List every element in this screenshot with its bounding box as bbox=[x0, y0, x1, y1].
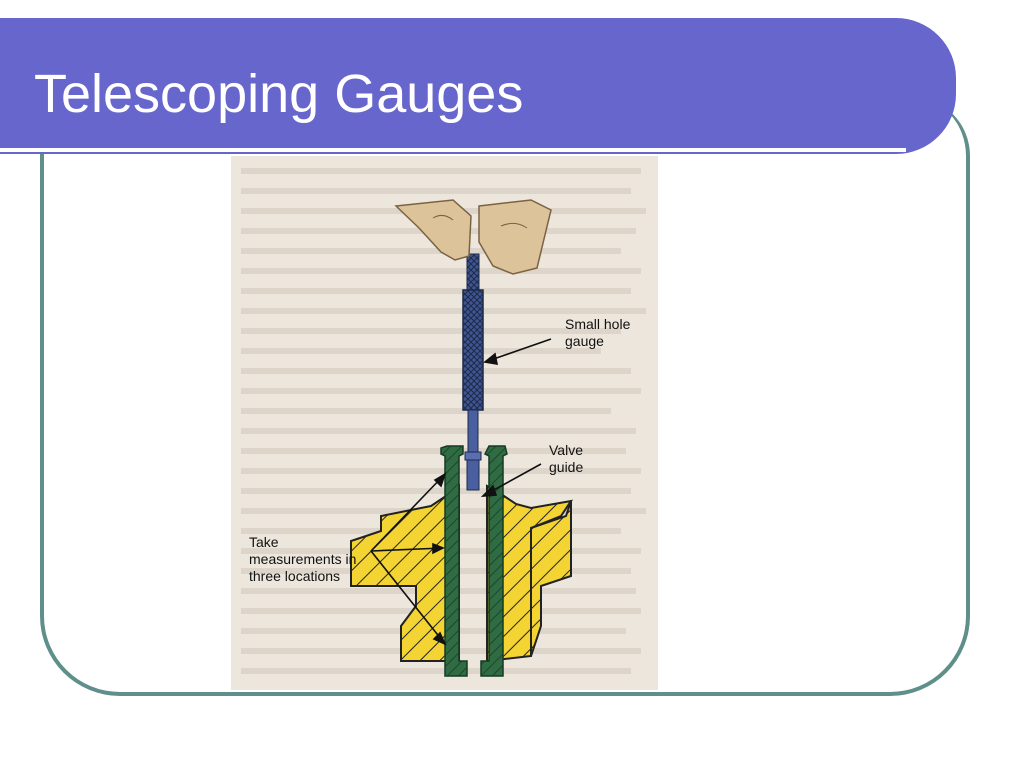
bg-text-line bbox=[241, 368, 631, 374]
label-take-measurements: Take measurements in three locations bbox=[249, 534, 357, 584]
bg-text-line bbox=[241, 288, 631, 294]
bg-text-line bbox=[241, 488, 631, 494]
bg-text-line bbox=[241, 268, 641, 274]
leader-lines bbox=[370, 338, 552, 646]
bg-text-line bbox=[241, 348, 601, 354]
label-small-hole-gauge: Small hole gauge bbox=[565, 316, 631, 349]
title-bar: Telescoping Gauges bbox=[0, 18, 956, 154]
bg-text-line bbox=[241, 448, 626, 454]
bg-text-line bbox=[241, 248, 621, 254]
bg-text-line bbox=[241, 168, 641, 174]
bg-text-line bbox=[241, 428, 636, 434]
bg-text-line bbox=[241, 668, 631, 674]
content-frame bbox=[40, 96, 970, 696]
bg-text-line bbox=[241, 408, 611, 414]
figure-telescoping-gauge: Small hole gauge Valve guide Take measur… bbox=[231, 156, 658, 690]
cylinder-head bbox=[350, 483, 574, 663]
bg-text-line bbox=[241, 388, 641, 394]
label-valve-guide: Valve guide bbox=[549, 442, 584, 475]
valve-guide-tubes bbox=[440, 445, 508, 677]
fingers bbox=[394, 199, 552, 275]
title-underline bbox=[0, 148, 906, 152]
bg-text-line bbox=[241, 328, 621, 334]
slide-title: Telescoping Gauges bbox=[34, 64, 524, 124]
bg-text-line bbox=[241, 468, 641, 474]
small-hole-gauge-shape bbox=[462, 253, 484, 491]
bg-text-line bbox=[241, 188, 631, 194]
bg-text-line bbox=[241, 308, 646, 314]
gauge-illustration bbox=[350, 199, 574, 677]
